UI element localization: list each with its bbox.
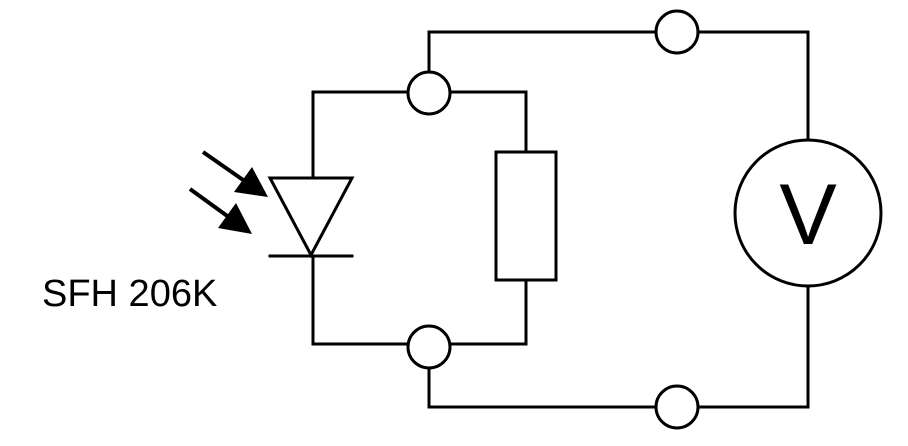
terminals: [406, 9, 700, 430]
incident-light-arrow-icon: [201, 150, 268, 197]
resistor-symbol: [494, 150, 558, 282]
diode-triangle: [267, 176, 355, 259]
incident-light-arrows: [188, 150, 268, 234]
terminal-inner-top: [406, 70, 452, 116]
terminal-inner-bottom: [406, 324, 452, 370]
photodiode-label: SFH 206K: [42, 273, 217, 315]
wires: [311, 30, 810, 409]
voltmeter-circle: [733, 138, 883, 288]
wire-outer-bottom: [427, 284, 810, 409]
terminal-outer-bottom: [654, 384, 700, 430]
photodiode-symbol: [267, 176, 355, 259]
voltmeter-symbol: V: [733, 138, 883, 288]
voltmeter-letter: V: [779, 167, 836, 263]
incident-light-arrow-icon: [188, 187, 252, 234]
terminal-outer-top: [654, 9, 700, 55]
wire-outer-top: [427, 30, 810, 142]
